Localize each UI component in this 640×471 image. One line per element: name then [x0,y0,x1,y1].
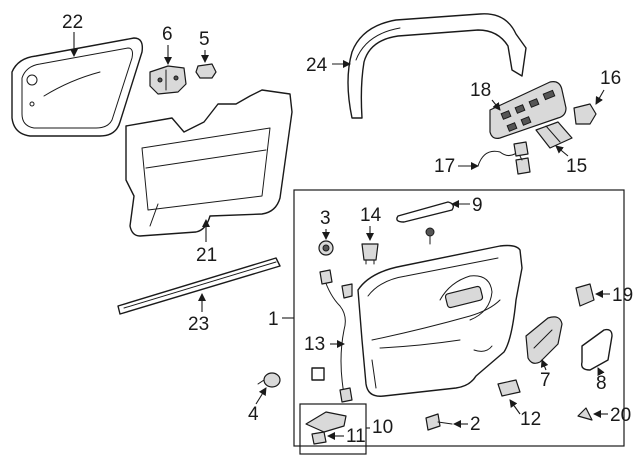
callout-21: 21 [196,245,217,266]
leader-15 [555,145,569,157]
part-16-connector [573,103,597,125]
leader-4 [255,387,267,405]
part-7-pull-handle [525,316,563,364]
part-20-clip [577,407,593,421]
part-1-door-trim-panel [357,244,523,397]
part-2-screw [425,413,453,431]
part-12-clip [497,379,521,397]
callout-23: 23 [188,314,209,335]
callout-3: 3 [320,208,331,229]
part-19-switch-bezel [575,283,595,307]
leader-12 [509,399,521,415]
callout-22: 22 [62,12,83,33]
screw-under-9 [425,227,435,245]
part-8-cover [580,328,613,371]
callout-15: 15 [566,156,587,177]
callout-2: 2 [470,414,481,435]
callout-13: 13 [304,334,325,355]
callout-5: 5 [199,29,210,50]
callout-18: 18 [470,80,491,101]
callout-8: 8 [596,373,607,394]
part-6-bracket [149,65,187,95]
leader-16 [595,89,605,105]
leader-7 [540,359,549,371]
part-14-retainer [361,243,379,265]
part-23-belt-molding [117,257,281,315]
leader-18 [491,99,501,111]
small-pad [311,367,325,381]
part-17-harness [477,141,531,175]
part-11-bulb [311,431,327,445]
callout-19: 19 [612,285,633,306]
callout-11: 11 [346,426,366,447]
part-10-box [299,403,367,455]
callout-7: 7 [540,370,551,391]
callout-12: 12 [520,409,541,430]
leader-8 [597,367,605,377]
part-18-window-switch [489,81,567,139]
callout-6: 6 [162,24,173,45]
callout-14: 14 [360,205,382,226]
part-4-grommet [257,372,281,388]
callout-1: 1 [268,309,279,330]
part-13-harness [319,269,353,403]
callout-24: 24 [306,55,328,76]
callout-10: 10 [372,417,393,438]
part-5-clip [195,63,217,79]
callout-4: 4 [248,404,259,425]
part-10-lamp-housing [305,411,347,433]
callout-17: 17 [434,156,455,177]
part-3-screw [318,240,334,256]
part-22-outer-panel [11,37,144,137]
callout-16: 16 [600,68,621,89]
part-15-switch [535,121,573,149]
part-24-upper-molding [347,13,527,119]
part-21-water-deflector [125,89,293,237]
callout-9: 9 [472,195,483,216]
callout-20: 20 [610,405,631,426]
part-9-molding [396,201,455,223]
